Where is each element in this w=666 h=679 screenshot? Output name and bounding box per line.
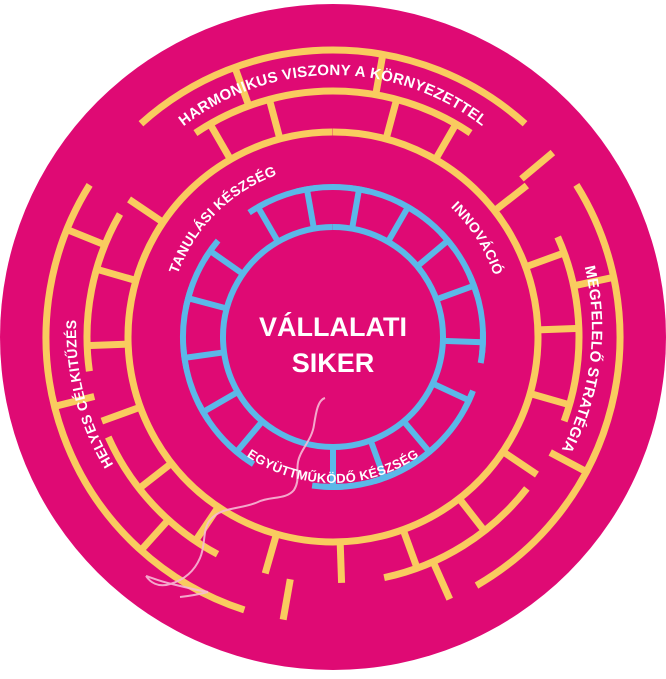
maze-cap bbox=[183, 347, 186, 368]
maze-wall-inner bbox=[340, 542, 341, 583]
maze-cap bbox=[482, 332, 483, 353]
maze-cap bbox=[297, 188, 318, 192]
maze-wall-inner bbox=[538, 328, 579, 329]
center-title-line1: VÁLLALATI bbox=[259, 311, 407, 342]
maze-cap bbox=[349, 188, 370, 192]
inner-maze-wall bbox=[443, 341, 483, 342]
center-title-line2: SIKER bbox=[292, 348, 375, 378]
maze-wall-inner bbox=[87, 344, 128, 345]
